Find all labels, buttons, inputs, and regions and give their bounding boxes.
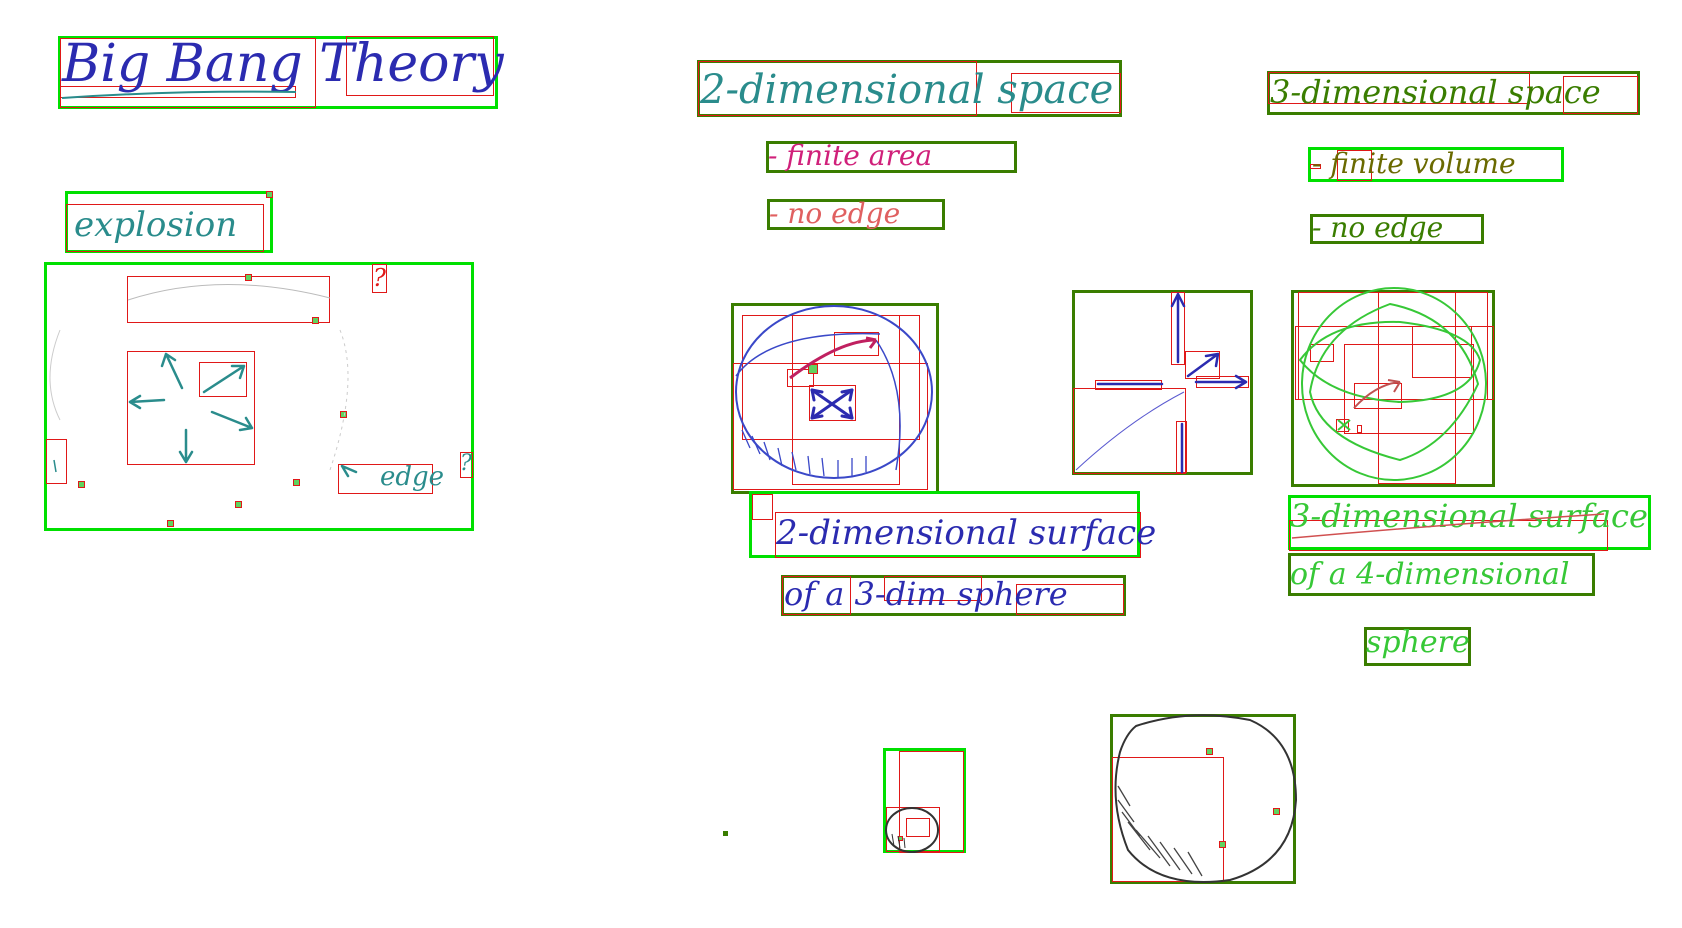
- no-edge-text: - no edge: [1312, 211, 1444, 244]
- word-box: [1337, 150, 1372, 181]
- heading-word-box: [1563, 76, 1638, 114]
- surface-2d-line1: 2-dimensional surface: [776, 513, 1157, 553]
- sphere-word-box: [1364, 627, 1471, 666]
- stroke-dot: [293, 479, 300, 486]
- stroke-dot: [1206, 748, 1213, 755]
- stroke-box: [1310, 344, 1334, 362]
- question-mark: ?: [460, 451, 472, 476]
- stroke-box: [906, 818, 930, 837]
- finite-volume-box: [1308, 147, 1564, 182]
- title-word-box: [346, 36, 494, 96]
- small-stroke-box: [752, 494, 773, 520]
- title-word-box: [60, 38, 316, 108]
- surface-3d-line3: sphere: [1366, 625, 1470, 660]
- stroke-dot: [1219, 841, 1226, 848]
- stroke-dot: [235, 501, 242, 508]
- sphere-stroke-box: [792, 315, 900, 485]
- question-box: [372, 264, 387, 293]
- stroke-box: [1112, 757, 1224, 882]
- stroke-box: [1344, 344, 1474, 434]
- word-box: [1016, 584, 1124, 615]
- explosion-word-box: [66, 204, 264, 252]
- surface-2d-line2: of a 3-dim sphere: [784, 575, 1068, 613]
- word-box: [782, 576, 851, 615]
- stroke-box: [1171, 292, 1185, 365]
- title-text: Big Bang Theory: [62, 34, 504, 94]
- question-box: [460, 452, 473, 478]
- stroke-dot: [266, 191, 273, 198]
- stroke-dot: [723, 831, 728, 836]
- no-edge-box: [767, 199, 945, 230]
- stroke-box: [1357, 425, 1362, 433]
- stroke-dot: [808, 364, 818, 374]
- no-edge-box: [1310, 214, 1484, 244]
- arc-stroke-box: [127, 276, 330, 323]
- edge-text: edge: [380, 462, 445, 492]
- stroke-dot: [1273, 808, 1280, 815]
- stroke-box: [1336, 419, 1349, 432]
- heading-word-box: [1011, 73, 1121, 113]
- arrow-box: [199, 362, 247, 397]
- word-box: [1310, 164, 1321, 169]
- arrows-box: [127, 351, 255, 465]
- stroke-dot: [78, 481, 85, 488]
- stroke-dot: [167, 520, 174, 527]
- surface-3d-line1: 3-dimensional surface: [1290, 497, 1648, 535]
- stroke-dot: [340, 411, 347, 418]
- heading-word-box: [1268, 72, 1530, 104]
- surface-2d-box: [749, 491, 1140, 558]
- stroke-box: [1295, 326, 1494, 400]
- no-edge-text: - no edge: [769, 197, 901, 230]
- surface-2d-word-box: [775, 512, 1141, 558]
- finite-area-text: - finite area: [768, 139, 933, 172]
- surface-3d-word-box: [1289, 520, 1608, 551]
- sphere-stroke-box: [733, 363, 928, 490]
- surface-3d-line2: of a 4-dimensional: [1290, 557, 1570, 592]
- word-box: [884, 576, 982, 601]
- finite-volume-text: - finite volume: [1312, 147, 1516, 180]
- explosion-text: explosion: [74, 205, 238, 245]
- heading-2d-text: 2-dimensional space: [700, 67, 1114, 113]
- stroke-box: [1354, 383, 1402, 409]
- left-stroke-box: [46, 439, 67, 484]
- heading-word-box: [698, 61, 977, 116]
- stroke-dot: [312, 317, 319, 324]
- explosion-diagram: [44, 262, 474, 531]
- stroke-box: [1185, 351, 1220, 379]
- cross-arrows-box: [809, 385, 856, 421]
- stroke-dot: [245, 274, 252, 281]
- question-mark: ?: [373, 264, 386, 292]
- edge-label-box: [338, 464, 433, 494]
- surface-3d-line2-box: [1288, 553, 1595, 596]
- stroke-box: [1073, 388, 1186, 474]
- stroke-box: [899, 751, 964, 853]
- finite-area-box: [766, 141, 1017, 173]
- heading-3d-text: 3-dimensional space: [1270, 73, 1601, 111]
